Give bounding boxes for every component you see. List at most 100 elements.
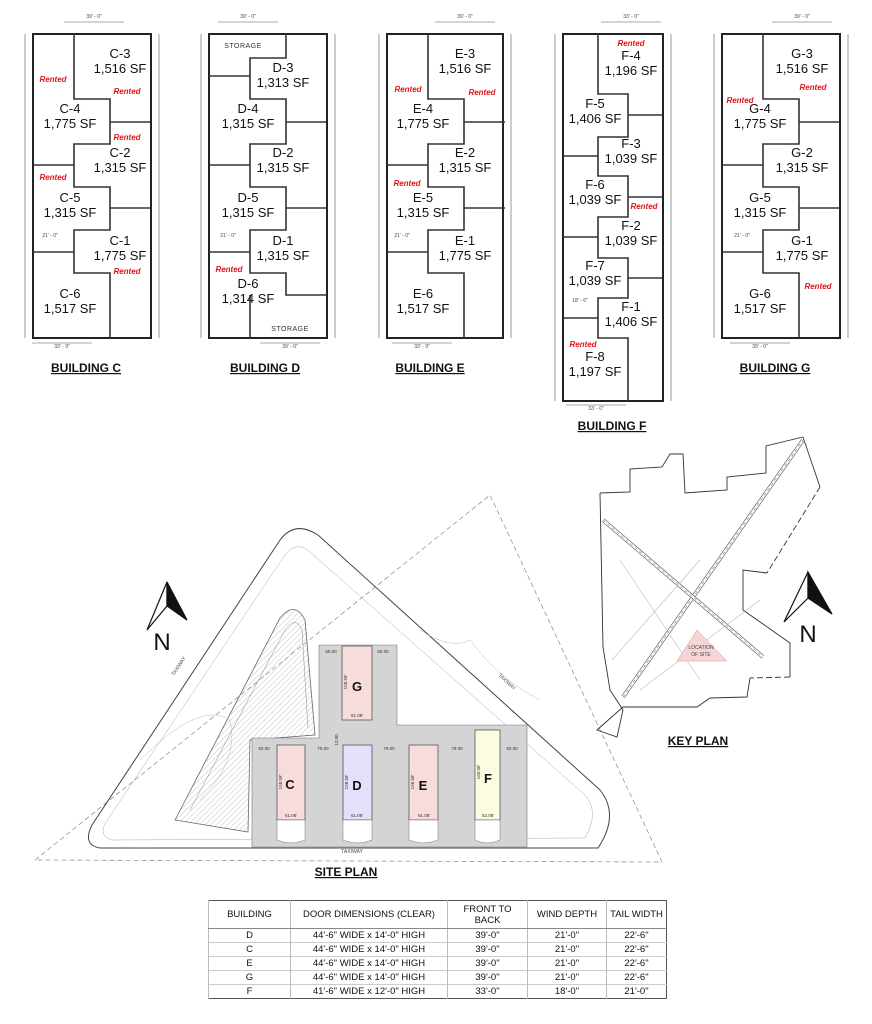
unit-id: C-1 bbox=[110, 233, 131, 248]
unit-area: 1,039 SF bbox=[605, 233, 658, 248]
unit-area: 1,775 SF bbox=[397, 116, 450, 131]
unit-id: D-5 bbox=[238, 190, 259, 205]
site-building-d-length: 158.58' bbox=[344, 775, 349, 790]
site-building-f-length: 160.08' bbox=[476, 765, 481, 780]
rented-badge: Rented bbox=[113, 267, 141, 276]
unit-area: 1,315 SF bbox=[257, 160, 310, 175]
unit-area: 1,315 SF bbox=[222, 116, 275, 131]
unit-id: C-2 bbox=[110, 145, 131, 160]
building-d-plan: 39' - 0"39' - 0"21' - 0"D-31,313 SFD-41,… bbox=[200, 14, 336, 375]
cell-tail-width: 22'-6" bbox=[606, 928, 667, 943]
cell-tail-width: 22'-6" bbox=[606, 970, 667, 985]
unit-e-6: E-61,517 SF bbox=[397, 286, 450, 316]
building-outline bbox=[208, 33, 328, 339]
cell-building: E bbox=[208, 956, 291, 971]
building-outline bbox=[721, 33, 841, 339]
setback-c-d: 79.00 bbox=[317, 746, 329, 751]
interior-wall bbox=[427, 34, 465, 338]
unit-area: 1,775 SF bbox=[776, 248, 829, 263]
rented-badge: Rented bbox=[804, 282, 832, 291]
site-building-d-width: 61.08' bbox=[351, 813, 363, 818]
building-e-footprint bbox=[408, 744, 439, 821]
unit-e-2: E-21,315 SF bbox=[439, 145, 492, 175]
cell-door-dimensions: 44'-6" WIDE x 14'-0" HIGH bbox=[290, 956, 448, 971]
cell-door-dimensions: 44'-6" WIDE x 14'-0" HIGH bbox=[290, 970, 448, 985]
dimension-top: 39' - 0" bbox=[794, 14, 810, 20]
unit-id: C-4 bbox=[60, 101, 81, 116]
rented-badge: Rented bbox=[39, 173, 67, 182]
site-building-g-width: 61.08' bbox=[351, 713, 363, 718]
unit-area: 1,315 SF bbox=[94, 160, 147, 175]
key-plan: LOCATION OF SITE N KEY PLAN bbox=[596, 436, 833, 748]
unit-id: G-2 bbox=[791, 145, 813, 160]
building-title: BUILDING C bbox=[51, 361, 121, 375]
site-building-g-length: 158.58' bbox=[343, 675, 348, 690]
col-wind-depth: WIND DEPTH bbox=[527, 900, 607, 929]
dimension-top: 33' - 0" bbox=[623, 14, 639, 20]
building-title: BUILDING E bbox=[395, 361, 464, 375]
rented-badge: Rented bbox=[113, 133, 141, 142]
cell-door-dimensions: 44'-6" WIDE x 14'-0" HIGH bbox=[290, 928, 448, 943]
unit-id: G-6 bbox=[749, 286, 771, 301]
dimension-top: 39' - 0" bbox=[86, 14, 102, 20]
site-building-c-width: 61.08' bbox=[285, 813, 297, 818]
cell-building: F bbox=[208, 984, 291, 999]
building-title: BUILDING F bbox=[578, 419, 647, 433]
retention-pond bbox=[174, 609, 316, 833]
unit-area: 1,516 SF bbox=[439, 61, 492, 76]
unit-d-3: D-31,313 SF bbox=[257, 60, 310, 90]
unit-id: D-1 bbox=[273, 233, 294, 248]
unit-area: 1,315 SF bbox=[734, 205, 787, 220]
site-building-d-label: D bbox=[352, 778, 361, 793]
setback-gap: 12.00 bbox=[334, 734, 339, 746]
site-north-label: N bbox=[153, 629, 170, 656]
cell-wind-depth: 21'-0" bbox=[527, 928, 607, 943]
unit-id: E-5 bbox=[413, 190, 433, 205]
building-f-footprint bbox=[474, 729, 501, 821]
unit-f-1: F-11,406 SF bbox=[605, 299, 658, 329]
dimension-top: 39' - 0" bbox=[457, 14, 473, 20]
building-g-plan: 39' - 0"39' - 0"21' - 0"G-31,516 SFRente… bbox=[713, 14, 849, 375]
unit-id: G-3 bbox=[791, 46, 813, 61]
key-north-label: N bbox=[799, 621, 816, 648]
cell-front-to-back: 39'-0" bbox=[447, 942, 528, 957]
unit-area: 1,406 SF bbox=[605, 314, 658, 329]
unit-g-5: G-51,315 SF bbox=[734, 190, 787, 220]
rented-badge: Rented bbox=[215, 265, 243, 274]
airport-boundary bbox=[742, 569, 791, 677]
dimension-inner: 18' - 6" bbox=[572, 298, 588, 304]
perimeter-road-inner bbox=[102, 546, 593, 841]
cell-tail-width: 22'-6" bbox=[606, 956, 667, 971]
unit-area: 1,775 SF bbox=[439, 248, 492, 263]
runway-ne-centerline bbox=[622, 439, 804, 698]
site-location-marker bbox=[676, 629, 728, 662]
table-header-row: BUILDING DOOR DIMENSIONS (CLEAR) FRONT T… bbox=[208, 900, 667, 929]
site-building-e-width: 61.08' bbox=[418, 813, 430, 818]
cell-wind-depth: 21'-0" bbox=[527, 942, 607, 957]
site-plan: G C D E F 61.08' 61.08' 61.08' 61.08' 52… bbox=[34, 494, 663, 879]
rented-badge: Rented bbox=[617, 39, 645, 48]
cell-wind-depth: 21'-0" bbox=[527, 956, 607, 971]
site-building-e-label: E bbox=[419, 778, 428, 793]
unit-d-4: D-41,315 SF bbox=[222, 101, 275, 131]
cell-wind-depth: 21'-0" bbox=[527, 970, 607, 985]
site-plan-title: SITE PLAN bbox=[315, 865, 378, 879]
unit-f-5: F-51,406 SF bbox=[569, 96, 622, 126]
unit-g-2: G-21,315 SF bbox=[776, 145, 829, 175]
storage-label: STORAGE bbox=[271, 326, 309, 333]
unit-f-3: F-31,039 SF bbox=[605, 136, 658, 166]
setback-right: 50.00 bbox=[506, 746, 518, 751]
unit-id: C-3 bbox=[110, 46, 131, 61]
floor-plans: 39' - 0"33' - 9"21' - 0"C-31,516 SFRente… bbox=[24, 14, 849, 433]
